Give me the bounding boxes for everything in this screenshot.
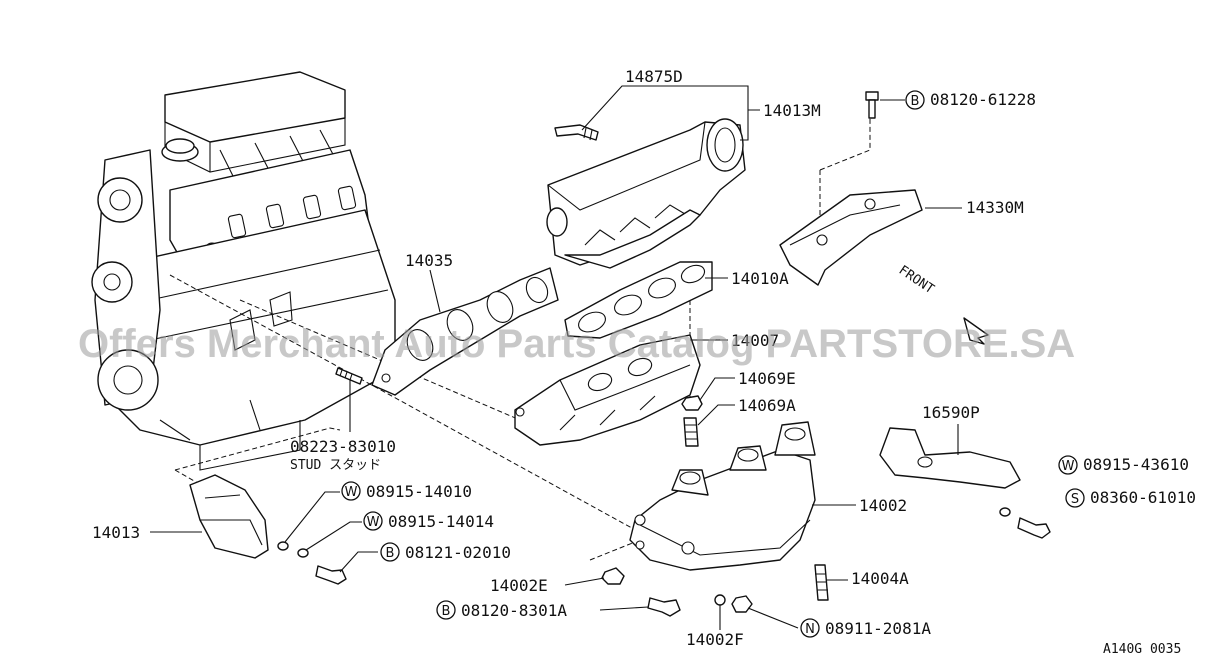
manifold-14007 — [514, 334, 701, 446]
label-14002E: 14002E — [490, 576, 548, 595]
gasket-14035 — [371, 267, 559, 396]
cover-14013 — [189, 474, 269, 559]
code-letter-b3: B — [442, 604, 451, 619]
part-labels: 14875D 14013M B 08120-61228 14330M 14035… — [92, 67, 1196, 657]
code-circle-w3 — [363, 511, 383, 531]
label-08121-02010: 08121-02010 — [405, 543, 511, 562]
nut-14069E — [681, 395, 703, 411]
code-letter-b2: B — [386, 546, 395, 561]
code-circle-n1 — [800, 618, 820, 638]
label-14013M: 14013M — [763, 101, 821, 120]
label-14330M: 14330M — [966, 198, 1024, 217]
label-14875D: 14875D — [625, 67, 683, 86]
label-08911-2081A: 08911-2081A — [825, 619, 931, 638]
bolt-08360-61010 — [1017, 517, 1051, 539]
exhaust-manifold-14002 — [629, 421, 816, 571]
watermark-text: Offers Merchant Auto Parts Catalog PARTS… — [78, 322, 1075, 366]
label-14035: 14035 — [405, 251, 453, 270]
insulator-16590P — [879, 427, 1021, 489]
nut-08911-2081A — [731, 595, 753, 613]
code-letter-w2: W — [345, 485, 358, 500]
code-letter-b1: B — [911, 94, 920, 109]
label-14002: 14002 — [859, 496, 907, 515]
label-14004A: 14004A — [851, 569, 909, 588]
code-letter-n1: N — [805, 622, 815, 637]
label-14013: 14013 — [92, 523, 140, 542]
label-08915-14010: 08915-14010 — [366, 482, 472, 501]
code-circle-w2 — [341, 481, 361, 501]
code-circle-b2 — [380, 542, 400, 562]
bolt-08121-02010 — [315, 565, 347, 585]
code-letter-s1: S — [1071, 492, 1079, 507]
label-14007: 14007 — [731, 331, 779, 350]
code-circle-w1 — [1058, 455, 1078, 475]
nut-14002E — [601, 567, 625, 585]
label-08120-61228: 08120-61228 — [930, 90, 1036, 109]
label-08360-61010: 08360-61010 — [1090, 488, 1196, 507]
code-circle-s1 — [1065, 488, 1085, 508]
figure-code: A140G 0035 — [1103, 642, 1181, 657]
washer-08915-14014 — [297, 548, 309, 558]
washer-08915-14010 — [277, 541, 289, 551]
label-16590P: 16590P — [922, 403, 980, 422]
code-letter-w3: W — [367, 515, 380, 530]
engine-block — [91, 71, 396, 471]
front-label: FRONT — [896, 263, 937, 297]
label-08915-43610: 08915-43610 — [1083, 455, 1189, 474]
stud-14069A — [683, 417, 699, 447]
bolt-08120-8301A — [647, 597, 681, 617]
code-circle-b3 — [436, 600, 456, 620]
label-14069E: 14069E — [738, 369, 796, 388]
hose-14875D — [554, 124, 599, 141]
label-08120-8301A: 08120-8301A — [461, 601, 567, 620]
label-14069A: 14069A — [738, 396, 796, 415]
code-letter-w1: W — [1062, 459, 1075, 474]
bolt-08120-61228 — [865, 91, 879, 119]
washer-08915-43610 — [999, 507, 1011, 517]
label-14002F: 14002F — [686, 630, 744, 649]
stud-08223-83010 — [335, 367, 363, 385]
label-14010A: 14010A — [731, 269, 789, 288]
gasket-14010A — [564, 261, 713, 339]
code-circle-b1 — [905, 90, 925, 110]
label-stud: STUD スタッド — [290, 458, 381, 473]
label-08223-83010: 08223-83010 — [290, 437, 396, 456]
heat-shield-14330M — [779, 189, 923, 286]
heat-insulator-14013M — [546, 118, 746, 269]
washer-14002F — [714, 594, 726, 606]
leader-lines — [150, 85, 962, 630]
stud-14004A — [814, 564, 829, 601]
label-08915-14014: 08915-14014 — [388, 512, 494, 531]
